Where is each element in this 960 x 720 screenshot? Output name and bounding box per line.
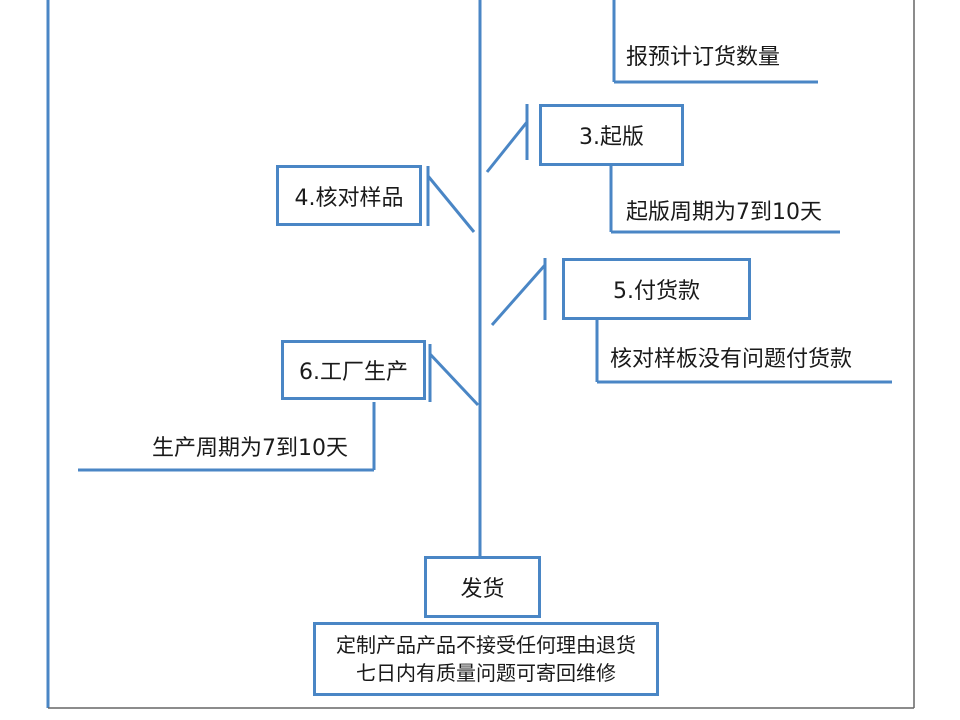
- step5-box: 5.付货款: [562, 258, 751, 320]
- note-pay: 核对样板没有问题付货款: [610, 347, 853, 372]
- step3-box: 3.起版: [539, 104, 684, 166]
- step6-connector: [428, 352, 480, 407]
- step4-box: 4.核对样品: [276, 165, 422, 226]
- note-quantity: 报预计订货数量: [626, 45, 781, 70]
- step3-connector: [485, 121, 529, 173]
- step6-box: 6.工厂生产: [281, 340, 426, 400]
- note-production-cycle: 生产周期为7到10天: [152, 436, 348, 461]
- step4-connector: [426, 175, 476, 233]
- return-policy-line2: 七日内有质量问题可寄回维修: [356, 661, 616, 685]
- return-policy-line1: 定制产品产品不接受任何理由退货: [336, 633, 636, 657]
- note-proof-cycle: 起版周期为7到10天: [626, 200, 822, 225]
- ship-box: 发货: [424, 556, 541, 618]
- return-policy-box: 定制产品产品不接受任何理由退货 七日内有质量问题可寄回维修: [313, 622, 659, 696]
- step5-connector: [490, 264, 547, 326]
